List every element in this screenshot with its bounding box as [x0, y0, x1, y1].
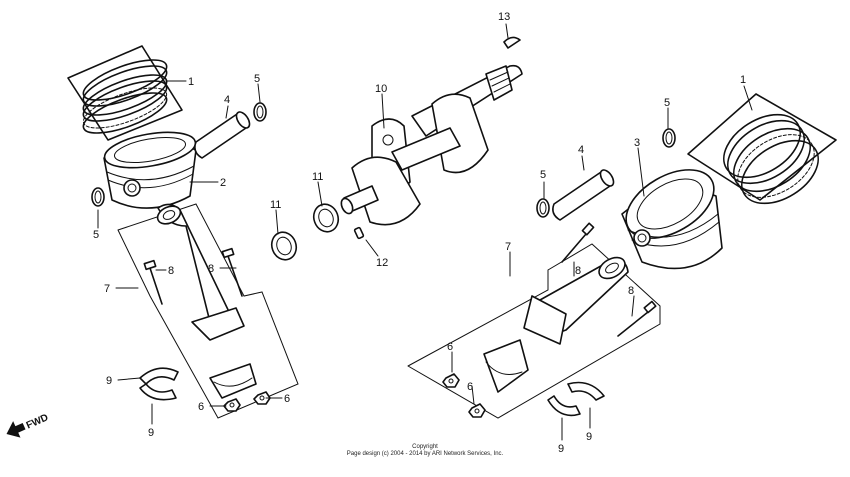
fwd-direction-indicator: FWD [6, 412, 50, 438]
thrust-washer-center[interactable] [310, 201, 342, 236]
pin-clip-left-right[interactable] [536, 198, 550, 218]
callout-10: 10 [375, 83, 387, 95]
callout-6b: 6 [284, 393, 290, 405]
copyright-notice: Copyright Page design (c) 2004 - 2014 by… [347, 444, 504, 457]
callout-5b: 5 [93, 229, 99, 241]
piston-left[interactable] [102, 126, 198, 209]
callout-5c: 5 [540, 169, 546, 181]
callout-1a: 1 [188, 76, 194, 88]
crankshaft[interactable] [339, 64, 523, 226]
piston-pin-right[interactable] [552, 168, 616, 221]
callout-9d: 9 [586, 431, 592, 443]
callout-8b: 8 [208, 263, 214, 275]
rod-bolt-right-a[interactable] [561, 222, 595, 263]
bearing-shell-right-right[interactable] [567, 381, 605, 401]
callout-8d: 8 [628, 285, 634, 297]
callout-9a: 9 [106, 375, 112, 387]
callout-labels: 1 1 2 3 4 4 5 5 5 5 6 6 6 6 7 7 8 8 8 8 … [93, 11, 746, 455]
rod-bolt-left-b[interactable] [221, 247, 243, 297]
rod-nut-left-b[interactable] [253, 391, 271, 405]
thrust-washer-left[interactable] [268, 229, 300, 264]
rod-nut-right-a[interactable] [442, 373, 460, 388]
crank-key[interactable] [353, 226, 365, 240]
piston-rings-right[interactable] [687, 93, 837, 216]
connecting-rod-group-left[interactable] [117, 203, 299, 419]
callout-13: 13 [498, 11, 510, 23]
callout-3: 3 [634, 137, 640, 149]
pin-clip-lower-left[interactable] [91, 187, 105, 207]
woodruff-key[interactable] [503, 36, 521, 49]
piston-pin-left[interactable] [194, 110, 252, 159]
callout-9b: 9 [148, 427, 154, 439]
callout-8a: 8 [168, 265, 174, 277]
callout-1b: 1 [740, 74, 746, 86]
copyright-line-2: Page design (c) 2004 - 2014 by ARI Netwo… [347, 451, 504, 457]
connecting-rod-group-right[interactable] [407, 243, 661, 419]
callout-7a: 7 [104, 283, 110, 295]
callout-11a: 11 [312, 171, 323, 183]
bearing-shell-left-right[interactable] [547, 395, 581, 417]
callout-12: 12 [376, 257, 388, 269]
leader-lines [97, 23, 753, 441]
rod-nut-right-b[interactable] [468, 403, 486, 418]
callout-6a: 6 [198, 401, 204, 413]
piston-rings-left[interactable] [67, 45, 183, 141]
rod-nut-left-a[interactable] [223, 398, 241, 412]
pin-clip-right-right[interactable] [662, 128, 676, 148]
piston-right[interactable] [614, 156, 725, 270]
pin-clip-right-left[interactable] [253, 102, 267, 122]
fwd-arrow-icon [6, 421, 26, 438]
fwd-label: FWD [25, 412, 50, 431]
callout-6c: 6 [447, 341, 453, 353]
callout-4a: 4 [224, 94, 230, 106]
bearing-shell-lower-left[interactable] [139, 383, 177, 401]
callout-11b: 11 [270, 199, 281, 211]
rod-bolt-left-a[interactable] [143, 259, 163, 305]
callout-4b: 4 [578, 144, 584, 156]
callout-6d: 6 [467, 381, 473, 393]
callout-7b: 7 [505, 241, 511, 253]
copyright-line-1: Copyright [412, 444, 438, 450]
callout-2: 2 [220, 177, 226, 189]
callout-8c: 8 [575, 265, 581, 277]
rod-bolt-right-b[interactable] [617, 300, 657, 337]
callout-9c: 9 [558, 443, 564, 455]
callout-5d: 5 [664, 97, 670, 109]
bearing-shell-upper-left[interactable] [139, 367, 179, 385]
callout-5a: 5 [254, 73, 260, 85]
